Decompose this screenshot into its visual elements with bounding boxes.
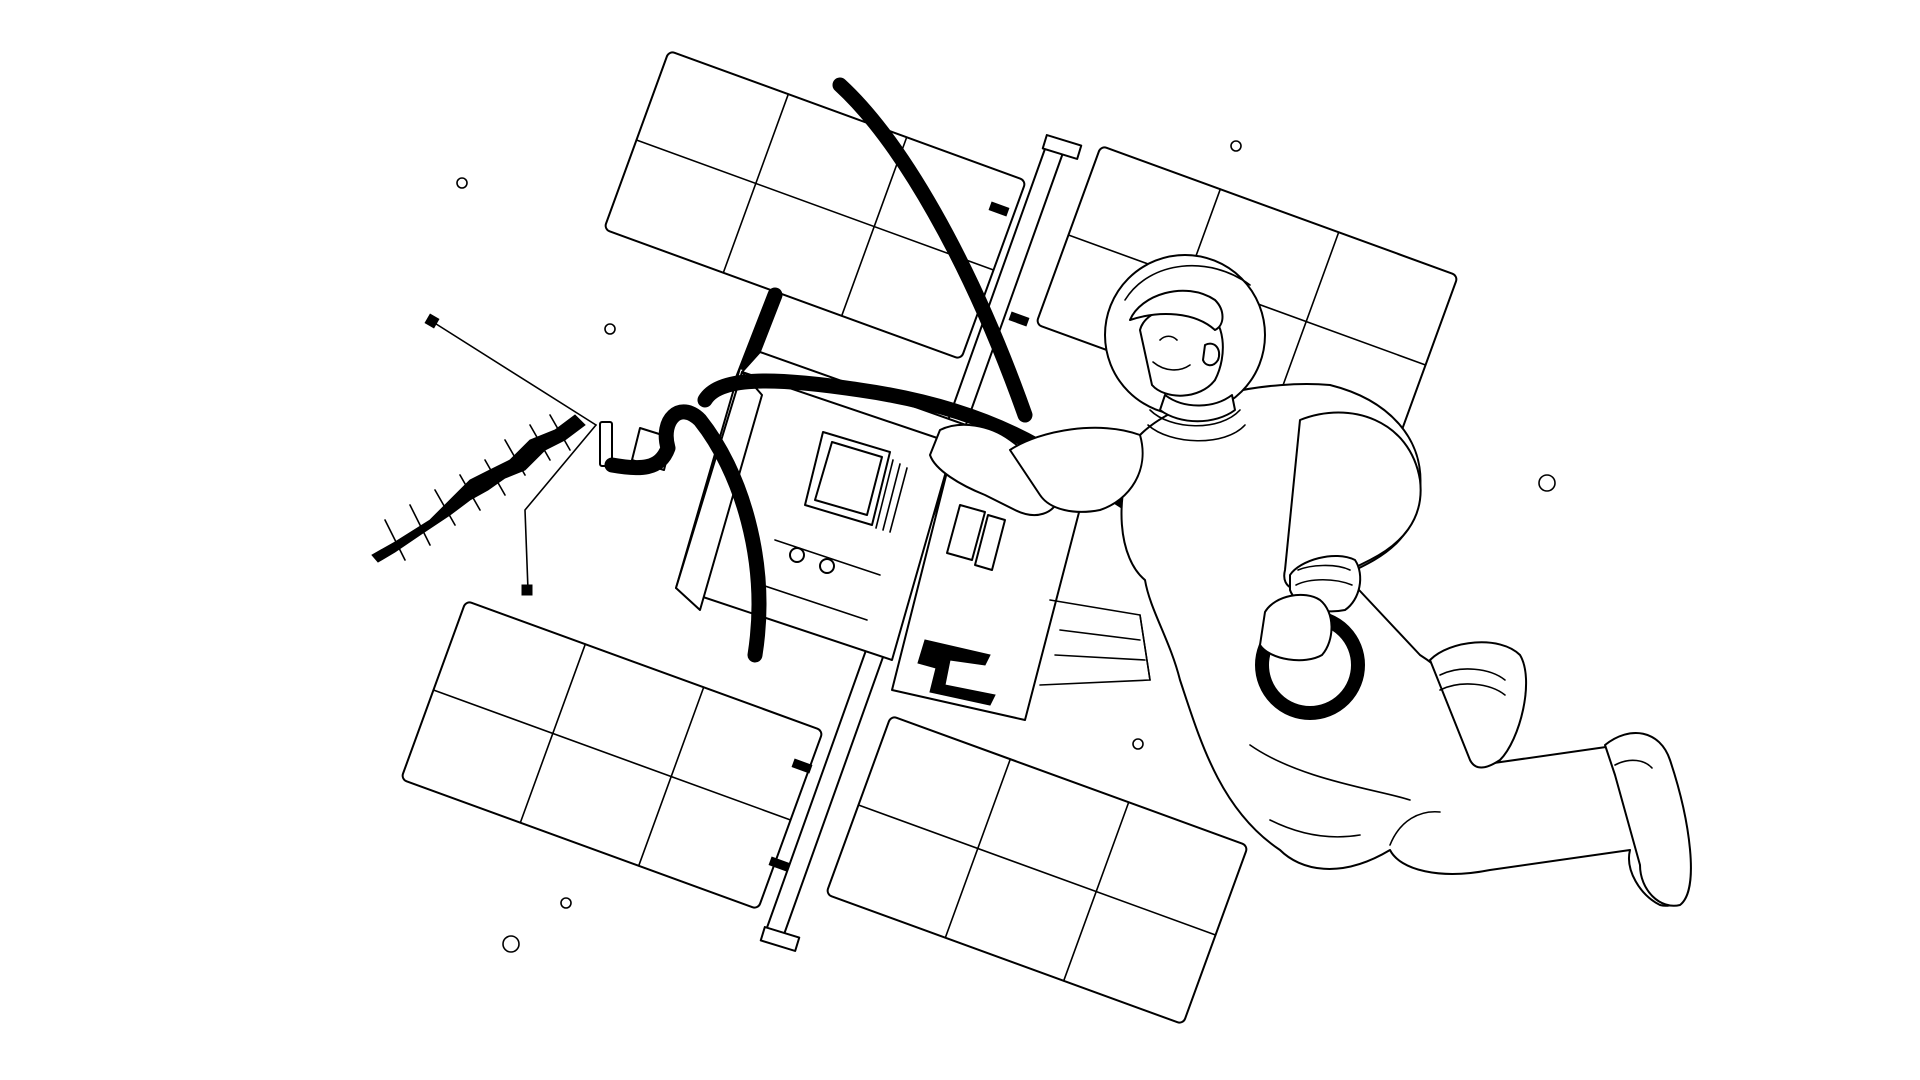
solar-panel-bottom-left — [401, 601, 823, 909]
suit-collar — [1159, 394, 1236, 423]
star — [1132, 738, 1144, 750]
stars — [456, 140, 1556, 953]
solar-panel-top-left — [604, 51, 1026, 359]
star — [502, 935, 520, 953]
star — [456, 177, 468, 189]
star — [604, 323, 616, 335]
astronaut — [929, 254, 1692, 907]
logo-mark — [917, 639, 996, 706]
star — [1230, 140, 1242, 152]
hair — [1129, 289, 1224, 331]
star — [560, 897, 572, 909]
solar-panel-bottom-right — [826, 716, 1248, 1024]
antenna — [371, 313, 673, 596]
star — [1538, 474, 1556, 492]
